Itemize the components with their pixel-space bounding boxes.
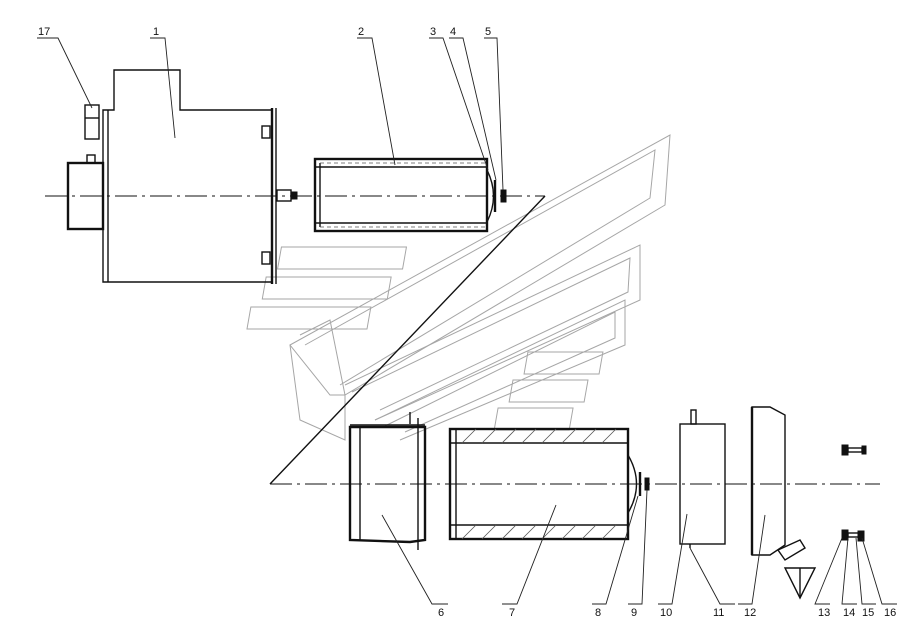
leader-lines <box>37 37 897 605</box>
label-16: 16 <box>884 607 896 619</box>
part-13-16-fastener-top <box>841 444 867 456</box>
part-3-end-cap <box>486 169 495 223</box>
label-17: 17 <box>38 26 50 38</box>
part-12-cover-plate <box>750 406 817 600</box>
label-2: 2 <box>358 26 364 38</box>
part-6-lower-housing <box>348 412 427 550</box>
part-labels: 17 1 2 3 4 5 6 7 8 9 10 11 12 13 14 15 1… <box>38 26 896 619</box>
label-5: 5 <box>485 26 491 38</box>
label-3: 3 <box>430 26 436 38</box>
label-15: 15 <box>862 607 874 619</box>
label-1: 1 <box>153 26 159 38</box>
part-9-pin <box>644 477 650 491</box>
part-13-16-fastener-bottom <box>841 529 865 542</box>
part-17-terminal-box <box>84 104 100 140</box>
label-12: 12 <box>744 607 756 619</box>
label-7: 7 <box>509 607 515 619</box>
label-11: 11 <box>713 607 724 619</box>
transfer-diagonal-line <box>269 195 546 485</box>
watermark-logo <box>246 134 671 441</box>
label-13: 13 <box>818 607 830 619</box>
label-9: 9 <box>631 607 637 619</box>
label-4: 4 <box>450 26 456 38</box>
part-1-housing <box>66 69 298 284</box>
label-10: 10 <box>660 607 672 619</box>
part-5-nut <box>500 189 507 203</box>
label-8: 8 <box>595 607 601 619</box>
label-6: 6 <box>438 607 444 619</box>
part-2-cylinder <box>313 157 489 233</box>
part-10-block <box>679 409 726 545</box>
label-14: 14 <box>843 607 855 619</box>
part-7-main-cylinder <box>448 427 638 541</box>
